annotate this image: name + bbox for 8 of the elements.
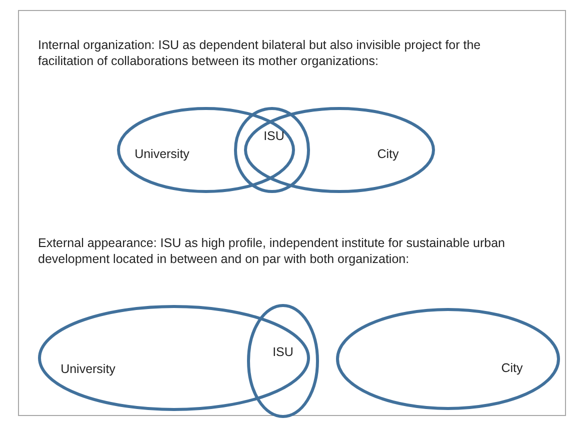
- ellipse-label: University: [134, 147, 190, 161]
- heading-text: External appearance: ISU as high profile, independent institute for sustainable urban development located in between and on par with both organization:: [38, 235, 506, 267]
- ellipse-label: University: [60, 362, 116, 376]
- ellipse-label: ISU: [272, 345, 294, 359]
- ellipse-label: ISU: [264, 129, 284, 143]
- heading-text: Internal organization: ISU as dependent bilateral but also invisible project for the facilitation of collaborations between its mother organizations:: [38, 37, 482, 69]
- ellipse-label: City: [501, 361, 523, 375]
- ellipse-label: City: [377, 147, 399, 161]
